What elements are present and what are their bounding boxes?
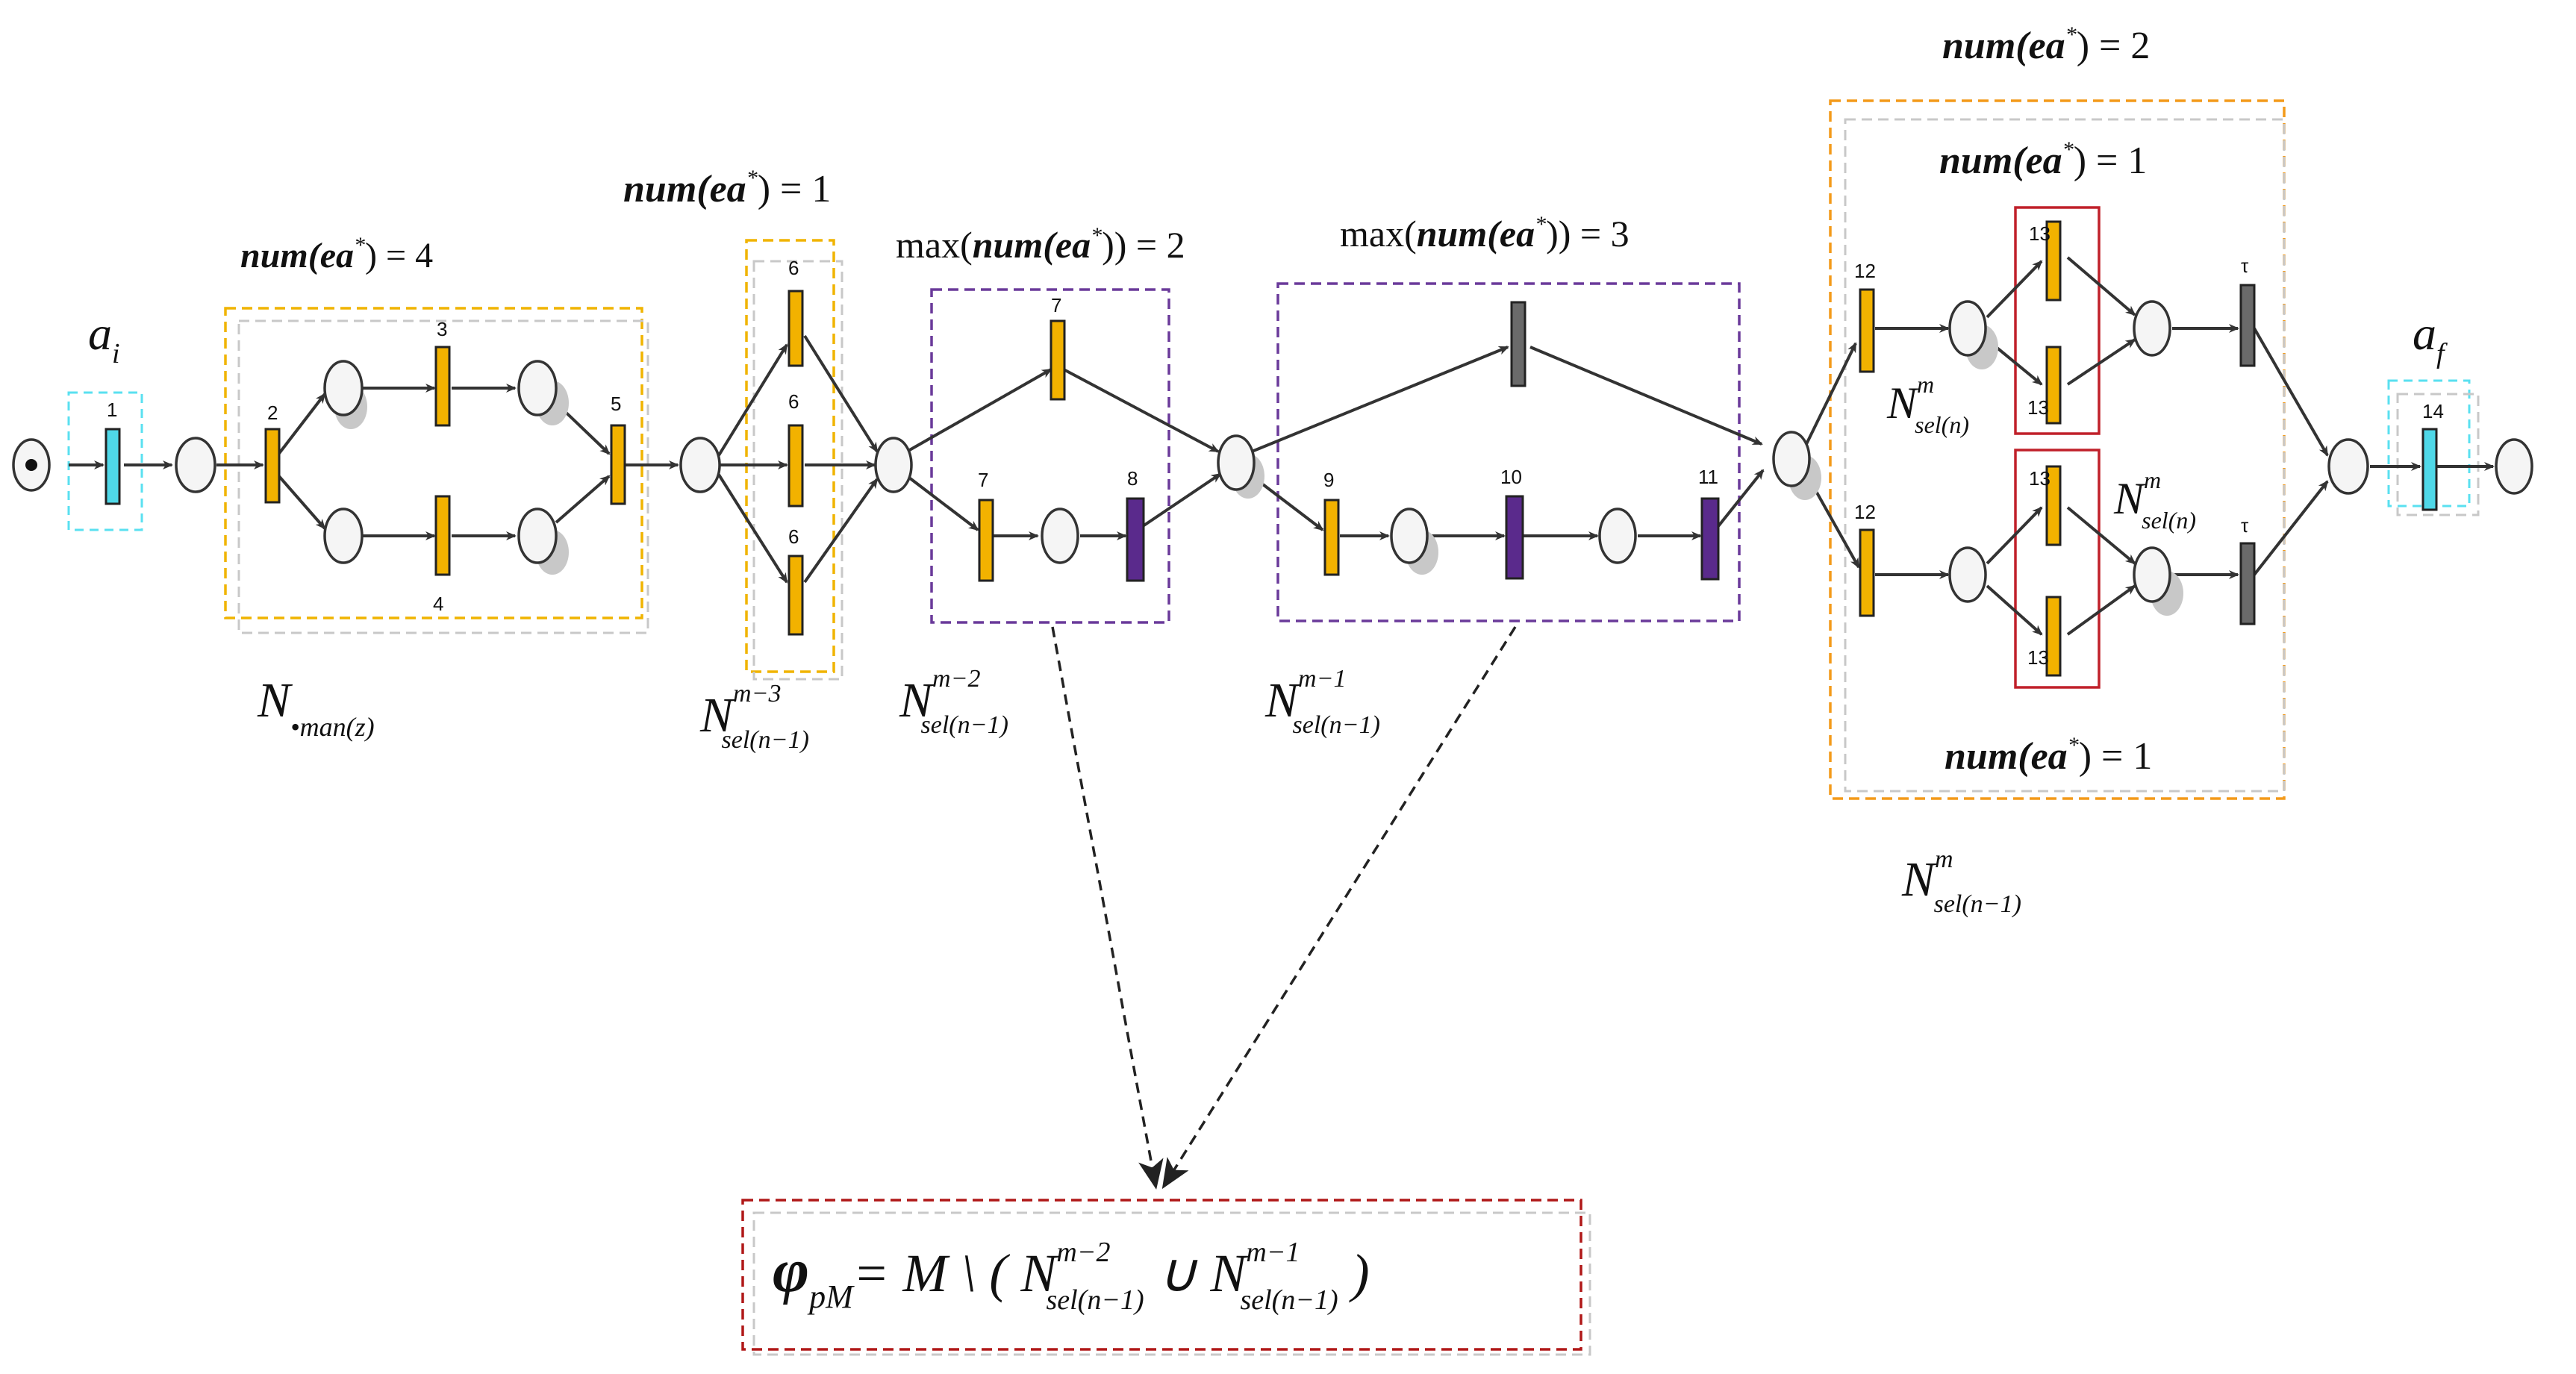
count-region5-outer: num(ea*) = 2: [1942, 22, 2150, 67]
transition-6a: [788, 290, 804, 367]
label-t13a: 13: [2029, 222, 2050, 245]
net-label-man: N•man(z): [257, 673, 375, 742]
region-man-box: [224, 307, 643, 619]
label-t11: 11: [1698, 466, 1718, 488]
transition-9: [1323, 499, 1340, 576]
transition-12a: [1859, 288, 1875, 373]
transition-7b: [978, 499, 994, 582]
label-t13b: 13: [2027, 396, 2049, 419]
ghost-boxes: [237, 118, 2480, 1356]
region-sel-n-top-box: [2014, 206, 2101, 435]
label-tau-b: τ: [2241, 514, 2249, 537]
dashed-arrows: [1051, 626, 1517, 1190]
label-t12a: 12: [1854, 260, 1876, 282]
transition-4: [434, 495, 451, 576]
count-region5-top: num(ea*) = 1: [1939, 137, 2147, 182]
formula-box: [741, 1199, 1582, 1351]
label-t12b: 12: [1854, 501, 1876, 523]
label-t7a: 7: [1051, 294, 1061, 316]
label-t1: 1: [107, 399, 117, 421]
count-region1: num(ea*) = 4: [240, 233, 433, 275]
transition-5: [610, 424, 626, 505]
transition-13b: [2045, 346, 2062, 425]
label-t13d: 13: [2027, 646, 2049, 669]
transition-tau-b: [2239, 542, 2256, 625]
transition-13d: [2045, 596, 2062, 677]
label-t5: 5: [611, 393, 621, 415]
label-t13c: 13: [2029, 467, 2050, 490]
label-t4: 4: [433, 593, 443, 615]
region-start-box: [67, 391, 143, 531]
label-t6b: 6: [788, 390, 799, 413]
region-m3-box: [745, 239, 835, 673]
label-t10: 10: [1500, 466, 1522, 488]
initial-place: [12, 438, 51, 492]
transition-labels: 1 2 3 4 5 6 6 6 7 7 8 9 10 11 12 12 13 1…: [107, 222, 2444, 669]
transition-8: [1126, 497, 1145, 582]
arcs: [69, 256, 2495, 636]
count-region4: max(num(ea*)) = 3: [1340, 212, 1630, 254]
transition-14: [2421, 428, 2438, 511]
label-a-f: af: [2413, 307, 2448, 369]
transition-6c: [788, 555, 804, 636]
label-t9: 9: [1323, 469, 1334, 491]
transition-10: [1505, 495, 1524, 580]
label-t14: 14: [2422, 400, 2444, 422]
transitions: [105, 220, 2438, 677]
transition-6b: [788, 424, 804, 508]
label-t6c: 6: [788, 525, 799, 548]
places: [12, 300, 2533, 616]
region-sel-n-bottom-box: [2014, 449, 2101, 689]
label-t3: 3: [437, 318, 447, 340]
transition-2: [264, 428, 281, 504]
region-m2-box: [930, 288, 1170, 624]
count-region5-bottom: num(ea*) = 1: [1945, 733, 2152, 778]
count-labels: num(ea*) = 4 num(ea*) = 1 max(num(ea*)) …: [240, 22, 2152, 778]
label-t7b: 7: [978, 469, 988, 491]
transition-tau-a: [2239, 284, 2256, 367]
label-t8: 8: [1127, 467, 1138, 490]
transition-13c: [2045, 465, 2062, 546]
region-m1-box: [1276, 282, 1741, 622]
count-region2: num(ea*) = 1: [623, 166, 831, 210]
transition-3: [434, 346, 451, 427]
label-a-i: ai: [88, 307, 120, 369]
transition-11: [1700, 497, 1720, 581]
label-t2: 2: [267, 402, 278, 424]
transition-7a: [1050, 319, 1066, 401]
transition-1: [105, 428, 121, 505]
count-region3: max(num(ea*)) = 2: [896, 223, 1185, 266]
transition-12b: [1859, 528, 1875, 617]
transition-13a: [2045, 220, 2062, 302]
region-m-box: [1829, 99, 2286, 800]
label-tau-a: τ: [2241, 254, 2249, 277]
label-t6a: 6: [788, 257, 799, 279]
transition-gray-top: [1510, 301, 1526, 387]
region-boxes: [67, 99, 2480, 1356]
